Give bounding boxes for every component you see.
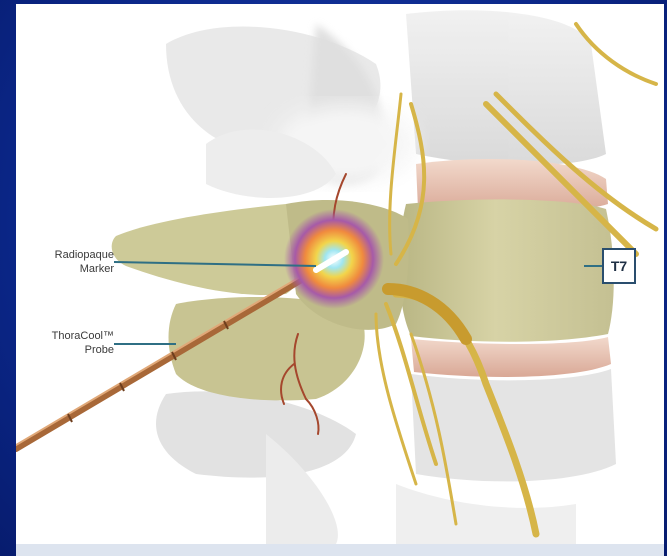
- vertebral-body: [399, 199, 614, 341]
- radiopaque-marker-label: Radiopaque Marker: [16, 248, 114, 276]
- thoracool-probe-label: ThoraCool™ Probe: [16, 329, 114, 357]
- vertebra-level-label: T7: [602, 248, 636, 284]
- transverse-process: [112, 204, 309, 295]
- illustration-panel: Radiopaque Marker ThoraCool™ Probe T7: [16, 4, 664, 544]
- lower-disc: [411, 337, 611, 377]
- caption-band: [16, 544, 664, 556]
